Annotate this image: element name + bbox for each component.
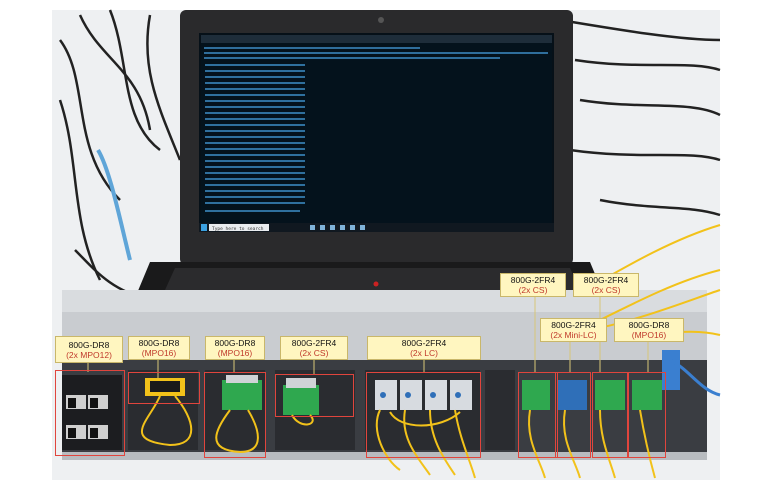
callout-label-2: 800G-DR8 (MPO16)	[128, 336, 190, 360]
callout-sub: (MPO16)	[141, 348, 177, 358]
module-4	[283, 378, 319, 415]
highlight-box-2	[128, 372, 200, 404]
callout-sub: (2x CS)	[591, 285, 621, 295]
highlight-box-6	[518, 372, 558, 458]
callout-title: 800G-2FR4	[291, 338, 337, 348]
highlight-box-3	[204, 372, 266, 458]
highlight-box-9	[628, 372, 666, 458]
module-group-right	[522, 350, 680, 410]
highlight-box-7	[555, 372, 591, 458]
callout-label-1: 800G-DR8 (2x MPO12)	[55, 336, 123, 363]
highlight-box-8	[592, 372, 628, 458]
callout-title: 800G-DR8	[214, 338, 256, 348]
callout-title: 800G-DR8	[68, 339, 110, 350]
callout-title: 800G-2FR4	[510, 275, 556, 285]
callout-sub: (MPO16)	[631, 330, 667, 340]
leader-lines	[87, 296, 649, 378]
highlight-box-4	[275, 374, 354, 417]
callout-label-9: 800G-DR8 (MPO16)	[614, 318, 684, 342]
callout-title: 800G-DR8	[138, 338, 180, 348]
highlight-box-5	[366, 372, 481, 458]
module-5	[375, 380, 472, 410]
callout-sub: (2x MPO12)	[66, 349, 112, 360]
callout-title: 800G-DR8	[628, 320, 670, 330]
callout-label-5: 800G-2FR4 (2x LC)	[367, 336, 481, 360]
fiber-cables	[141, 224, 721, 479]
callout-title: 800G-2FR4	[583, 275, 629, 285]
laptop: Type here to search	[130, 10, 610, 313]
callout-label-7: 800G-2FR4 (2x CS)	[573, 273, 639, 297]
background-cables	[58, 9, 721, 302]
callout-label-6: 800G-2FR4 (2x CS)	[500, 273, 566, 297]
callout-sub: (2x CS)	[518, 285, 548, 295]
module-1	[62, 375, 122, 450]
callout-sub: (2x Mini-LC)	[550, 330, 597, 340]
callout-label-8: 800G-2FR4 (2x Mini-LC)	[540, 318, 607, 342]
callout-sub: (MPO16)	[217, 348, 253, 358]
callout-sub: (2x LC)	[410, 348, 438, 358]
callout-label-4: 800G-2FR4 (2x CS)	[280, 336, 348, 360]
callout-label-3: 800G-DR8 (MPO16)	[205, 336, 265, 360]
highlight-box-1	[55, 370, 125, 456]
callout-title: 800G-2FR4	[401, 338, 447, 348]
module-3	[222, 375, 262, 410]
callout-title: 800G-2FR4	[551, 320, 596, 330]
taskbar-search: Type here to search	[212, 226, 264, 232]
callout-sub: (2x CS)	[299, 348, 329, 358]
module-2	[145, 378, 185, 396]
